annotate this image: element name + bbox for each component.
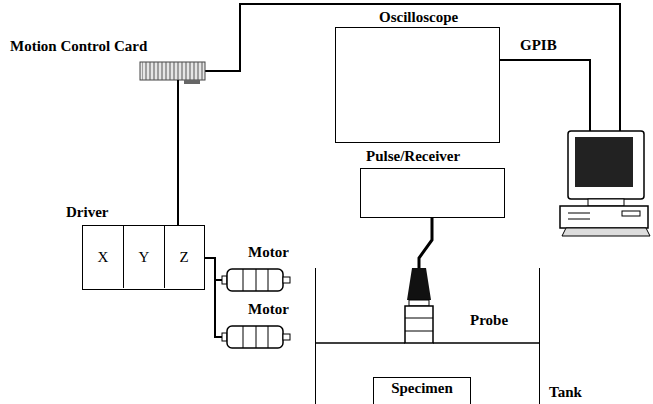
probe-neck bbox=[409, 300, 429, 306]
probe-connector bbox=[407, 268, 431, 300]
device-label: Motor bbox=[248, 301, 289, 318]
motor-symbol bbox=[222, 269, 290, 291]
wire bbox=[203, 258, 222, 337]
tank-outline: TankSpecimen bbox=[315, 268, 540, 404]
axis-cell: Z bbox=[165, 226, 203, 288]
card-icon: Motion Control Card bbox=[140, 62, 205, 80]
box-label: Specimen bbox=[391, 380, 453, 397]
device-label: Driver bbox=[66, 204, 108, 221]
axis-cell: X bbox=[83, 226, 124, 288]
wire bbox=[203, 258, 222, 280]
device-label: Probe bbox=[470, 312, 508, 329]
box-label: Y bbox=[139, 249, 150, 266]
wire bbox=[177, 80, 179, 225]
motor-symbol bbox=[222, 326, 290, 348]
probe-body bbox=[405, 306, 433, 343]
motor-icon: Motor bbox=[222, 326, 290, 348]
card-tab bbox=[184, 80, 200, 84]
water-line bbox=[315, 342, 540, 344]
gpib-wire bbox=[500, 60, 590, 131]
probe-band bbox=[405, 318, 433, 319]
device-label: Motor bbox=[248, 244, 289, 261]
device-label: Oscilloscope bbox=[379, 9, 458, 26]
card-pins bbox=[142, 62, 203, 80]
driver-box: DriverXYZ bbox=[82, 225, 205, 290]
specimen-box: Specimen bbox=[373, 377, 471, 404]
axis-cell: Y bbox=[124, 226, 165, 288]
oscilloscope-box: Oscilloscope bbox=[335, 27, 500, 143]
device-label: Tank bbox=[549, 384, 582, 401]
device-label: Pulse/Receiver bbox=[366, 148, 460, 165]
motor-icon: Motor bbox=[222, 269, 290, 291]
probe-band bbox=[405, 331, 433, 332]
probe-cable bbox=[419, 218, 432, 268]
computer-icon bbox=[560, 131, 650, 236]
card-board bbox=[140, 62, 205, 80]
device-label: Motion Control Card bbox=[10, 38, 147, 55]
box-label: X bbox=[98, 249, 109, 266]
probe-icon: Probe bbox=[405, 268, 433, 343]
bus-label: GPIB bbox=[520, 37, 557, 54]
pulse-receiver-box: Pulse/Receiver bbox=[360, 168, 505, 218]
box-label: Z bbox=[179, 249, 188, 266]
